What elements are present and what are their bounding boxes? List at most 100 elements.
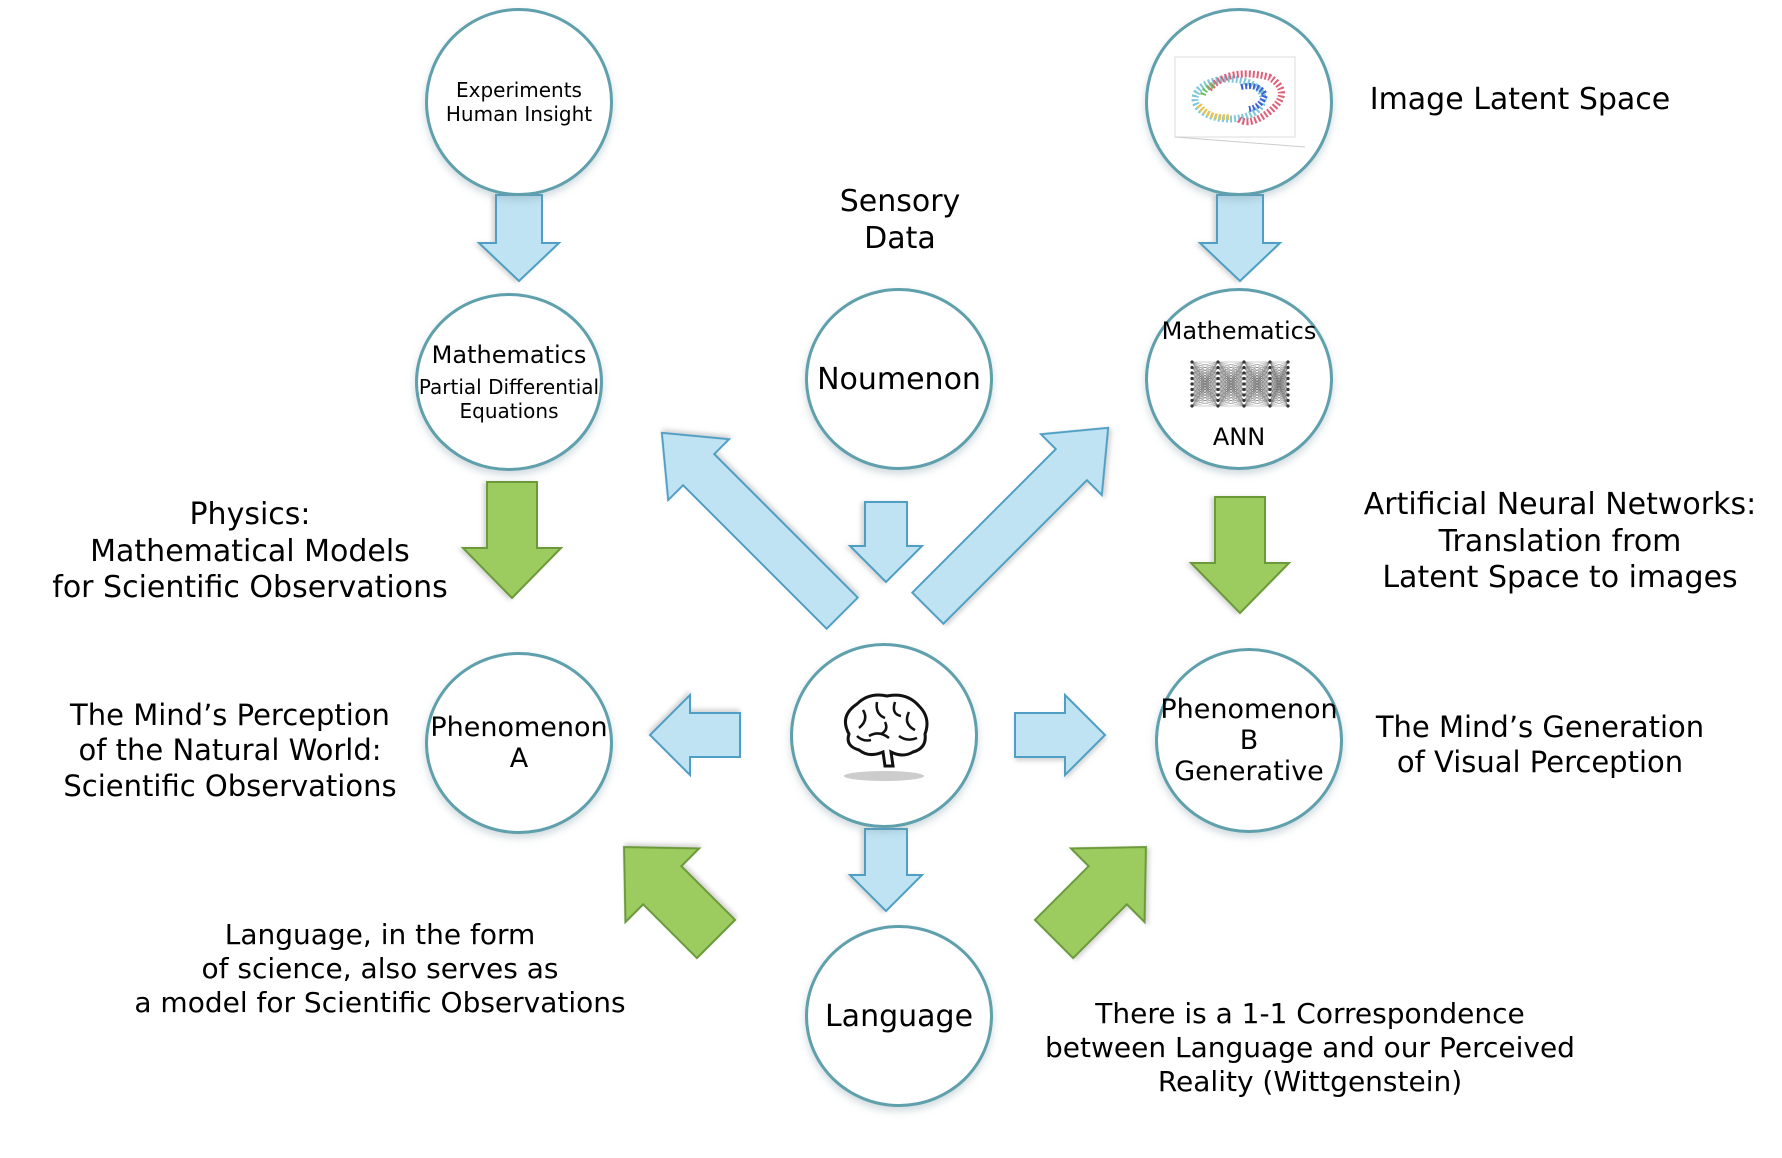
nn-edge: [1191, 361, 1219, 379]
nn-edge: [1243, 389, 1271, 407]
nn-edge: [1191, 361, 1219, 368]
nn-edge: [1243, 361, 1271, 368]
noumenon-node: Noumenon: [805, 288, 993, 470]
nn-node: [1286, 398, 1290, 403]
arrow-language-to-phenomenon-a: [623, 846, 737, 960]
nn-node: [1190, 376, 1194, 381]
nn-node: [1242, 376, 1246, 381]
arrow-latent-to-math: [1197, 194, 1283, 283]
nn-edge: [1217, 367, 1245, 407]
mathematics-pde-node: Mathematics Partial Differential Equatio…: [415, 293, 603, 471]
nn-edge: [1191, 361, 1219, 396]
nn-edge: [1217, 400, 1245, 407]
nn-edge: [1269, 361, 1289, 368]
nn-node: [1268, 404, 1272, 408]
mathematics-ann-node: Mathematics ANN: [1145, 288, 1333, 470]
nn-edge: [1269, 383, 1289, 407]
nn-node: [1190, 365, 1194, 370]
arrow-brain-to-math-right: [910, 426, 1110, 626]
nn-edge: [1269, 394, 1289, 407]
nn-node: [1286, 404, 1290, 408]
nn-node: [1216, 382, 1220, 386]
arrow-brain-to-phenomenon-a: [648, 692, 741, 778]
nn-node: [1216, 365, 1220, 370]
nn-node: [1190, 360, 1194, 364]
nn-node: [1242, 382, 1246, 386]
nn-edge: [1269, 361, 1289, 374]
wittgenstein-label: There is a 1-1 Correspondence between La…: [1045, 997, 1575, 1099]
latent-space-scatter-icon: [1174, 56, 1306, 148]
nn-edge: [1191, 389, 1219, 407]
nn-edge: [1269, 372, 1289, 407]
physics-label: Physics: Mathematical Models for Scienti…: [52, 497, 448, 606]
nn-edge: [1191, 394, 1219, 407]
nn-edge: [1243, 361, 1271, 379]
nn-edge: [1217, 361, 1245, 407]
arrow-noumenon-to-brain: [847, 501, 925, 584]
phenomenon-a-line2: A: [509, 743, 529, 774]
experiments-line1: Experiments: [456, 78, 582, 102]
nn-edge: [1191, 361, 1219, 407]
nn-node: [1190, 404, 1194, 408]
nn-edge: [1217, 361, 1245, 396]
nn-edge: [1243, 361, 1271, 374]
phenomenon-a-node: Phenomenon A: [425, 652, 613, 834]
brain-icon: [843, 693, 929, 781]
language-science-label: Language, in the form of science, also s…: [134, 918, 626, 1020]
nn-node: [1286, 360, 1290, 364]
nn-edge: [1243, 361, 1271, 390]
phenomenon-b-line2: B: [1239, 725, 1259, 756]
math-left-line2: Equations: [459, 399, 559, 423]
nn-node: [1216, 387, 1220, 392]
neural-network-icon: [1190, 360, 1290, 408]
nn-node: [1190, 371, 1194, 375]
nn-node: [1268, 371, 1272, 375]
image-latent-node: [1145, 8, 1333, 196]
math-right-bottom: ANN: [1212, 423, 1266, 451]
nn-edge: [1217, 383, 1245, 407]
nn-edge: [1191, 378, 1219, 407]
nn-edge: [1243, 372, 1271, 407]
nn-node: [1190, 398, 1194, 403]
nn-edge: [1217, 361, 1245, 374]
nn-edge: [1243, 383, 1271, 407]
nn-edge: [1191, 372, 1219, 407]
nn-edge: [1269, 361, 1289, 401]
arrow-language-to-phenomenon-b: [1033, 846, 1147, 960]
nn-edge: [1217, 361, 1245, 368]
nn-node: [1216, 404, 1220, 408]
nn-edge: [1243, 361, 1271, 385]
nn-edge: [1269, 400, 1289, 407]
brain-node: [790, 643, 978, 828]
nn-edge: [1217, 361, 1245, 401]
nn-edge: [1217, 394, 1245, 407]
nn-edge: [1269, 361, 1289, 379]
nn-edge: [1191, 383, 1219, 407]
image-latent-space-label: Image Latent Space: [1369, 82, 1671, 117]
nn-edge: [1243, 361, 1271, 401]
nn-edge: [1269, 389, 1289, 407]
nn-edge: [1191, 367, 1219, 407]
mind-perception-label: The Mind’s Perception of the Natural Wor…: [63, 698, 397, 803]
nn-node: [1268, 398, 1272, 403]
nn-node: [1268, 387, 1272, 392]
nn-edge: [1217, 389, 1245, 407]
arrow-experiments-to-math: [476, 194, 562, 283]
nn-edge: [1269, 361, 1289, 385]
arrow-math-to-phenomenon-a: [460, 481, 564, 600]
nn-edge: [1217, 361, 1245, 390]
arrow-brain-to-math-left: [660, 431, 860, 631]
nn-edge: [1243, 394, 1271, 407]
math-left-line1: Partial Differential: [418, 375, 600, 399]
nn-node: [1216, 360, 1220, 364]
mind-generation-label: The Mind’s Generation of Visual Percepti…: [1375, 710, 1705, 780]
phenomenon-b-line1: Phenomenon: [1160, 694, 1338, 725]
nn-node: [1242, 398, 1246, 403]
nn-edge: [1217, 361, 1245, 379]
nn-node: [1216, 393, 1220, 397]
nn-edge: [1269, 367, 1289, 407]
arrow-math-to-phenomenon-b: [1188, 496, 1292, 615]
ann-label: Artificial Neural Networks: Translation …: [1363, 487, 1757, 596]
